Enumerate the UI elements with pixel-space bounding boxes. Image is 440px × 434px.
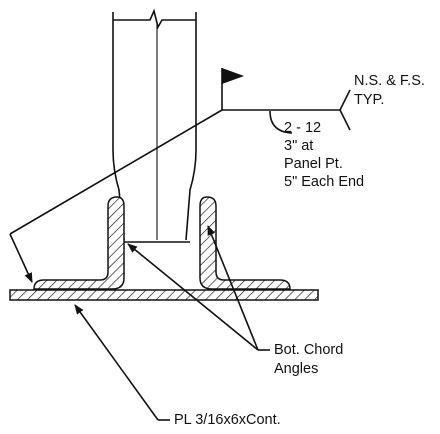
chord-angles-leaders — [127, 225, 270, 351]
weld-spacing-panel-2: Panel Pt. — [284, 156, 343, 172]
plate-leader — [74, 304, 170, 421]
chord-angles-label-1: Bot. Chord — [274, 342, 343, 358]
field-weld-flag — [222, 68, 244, 84]
tail — [339, 89, 351, 131]
plate — [9, 289, 319, 301]
fillet-weld-symbol — [269, 110, 293, 134]
chord-angles-label-2: Angles — [274, 361, 318, 377]
weld-spacing-panel: 3" at — [284, 138, 313, 154]
right-chord-angle — [199, 196, 291, 290]
web-member — [112, 8, 197, 243]
plate-label: PL 3/16x6xCont. — [174, 412, 281, 428]
weld-size-length: 2 - 12 — [284, 120, 321, 136]
break-line — [113, 8, 196, 30]
left-chord-angle — [33, 196, 125, 290]
weld-arrow-leader — [9, 109, 223, 235]
weld-spacing-ends: 5" Each End — [284, 174, 364, 190]
tail-note-2: TYP. — [354, 92, 384, 108]
tail-note-1: N.S. & F.S. — [354, 73, 425, 89]
weld-symbol — [9, 68, 351, 283]
weld-arrow — [9, 233, 33, 283]
